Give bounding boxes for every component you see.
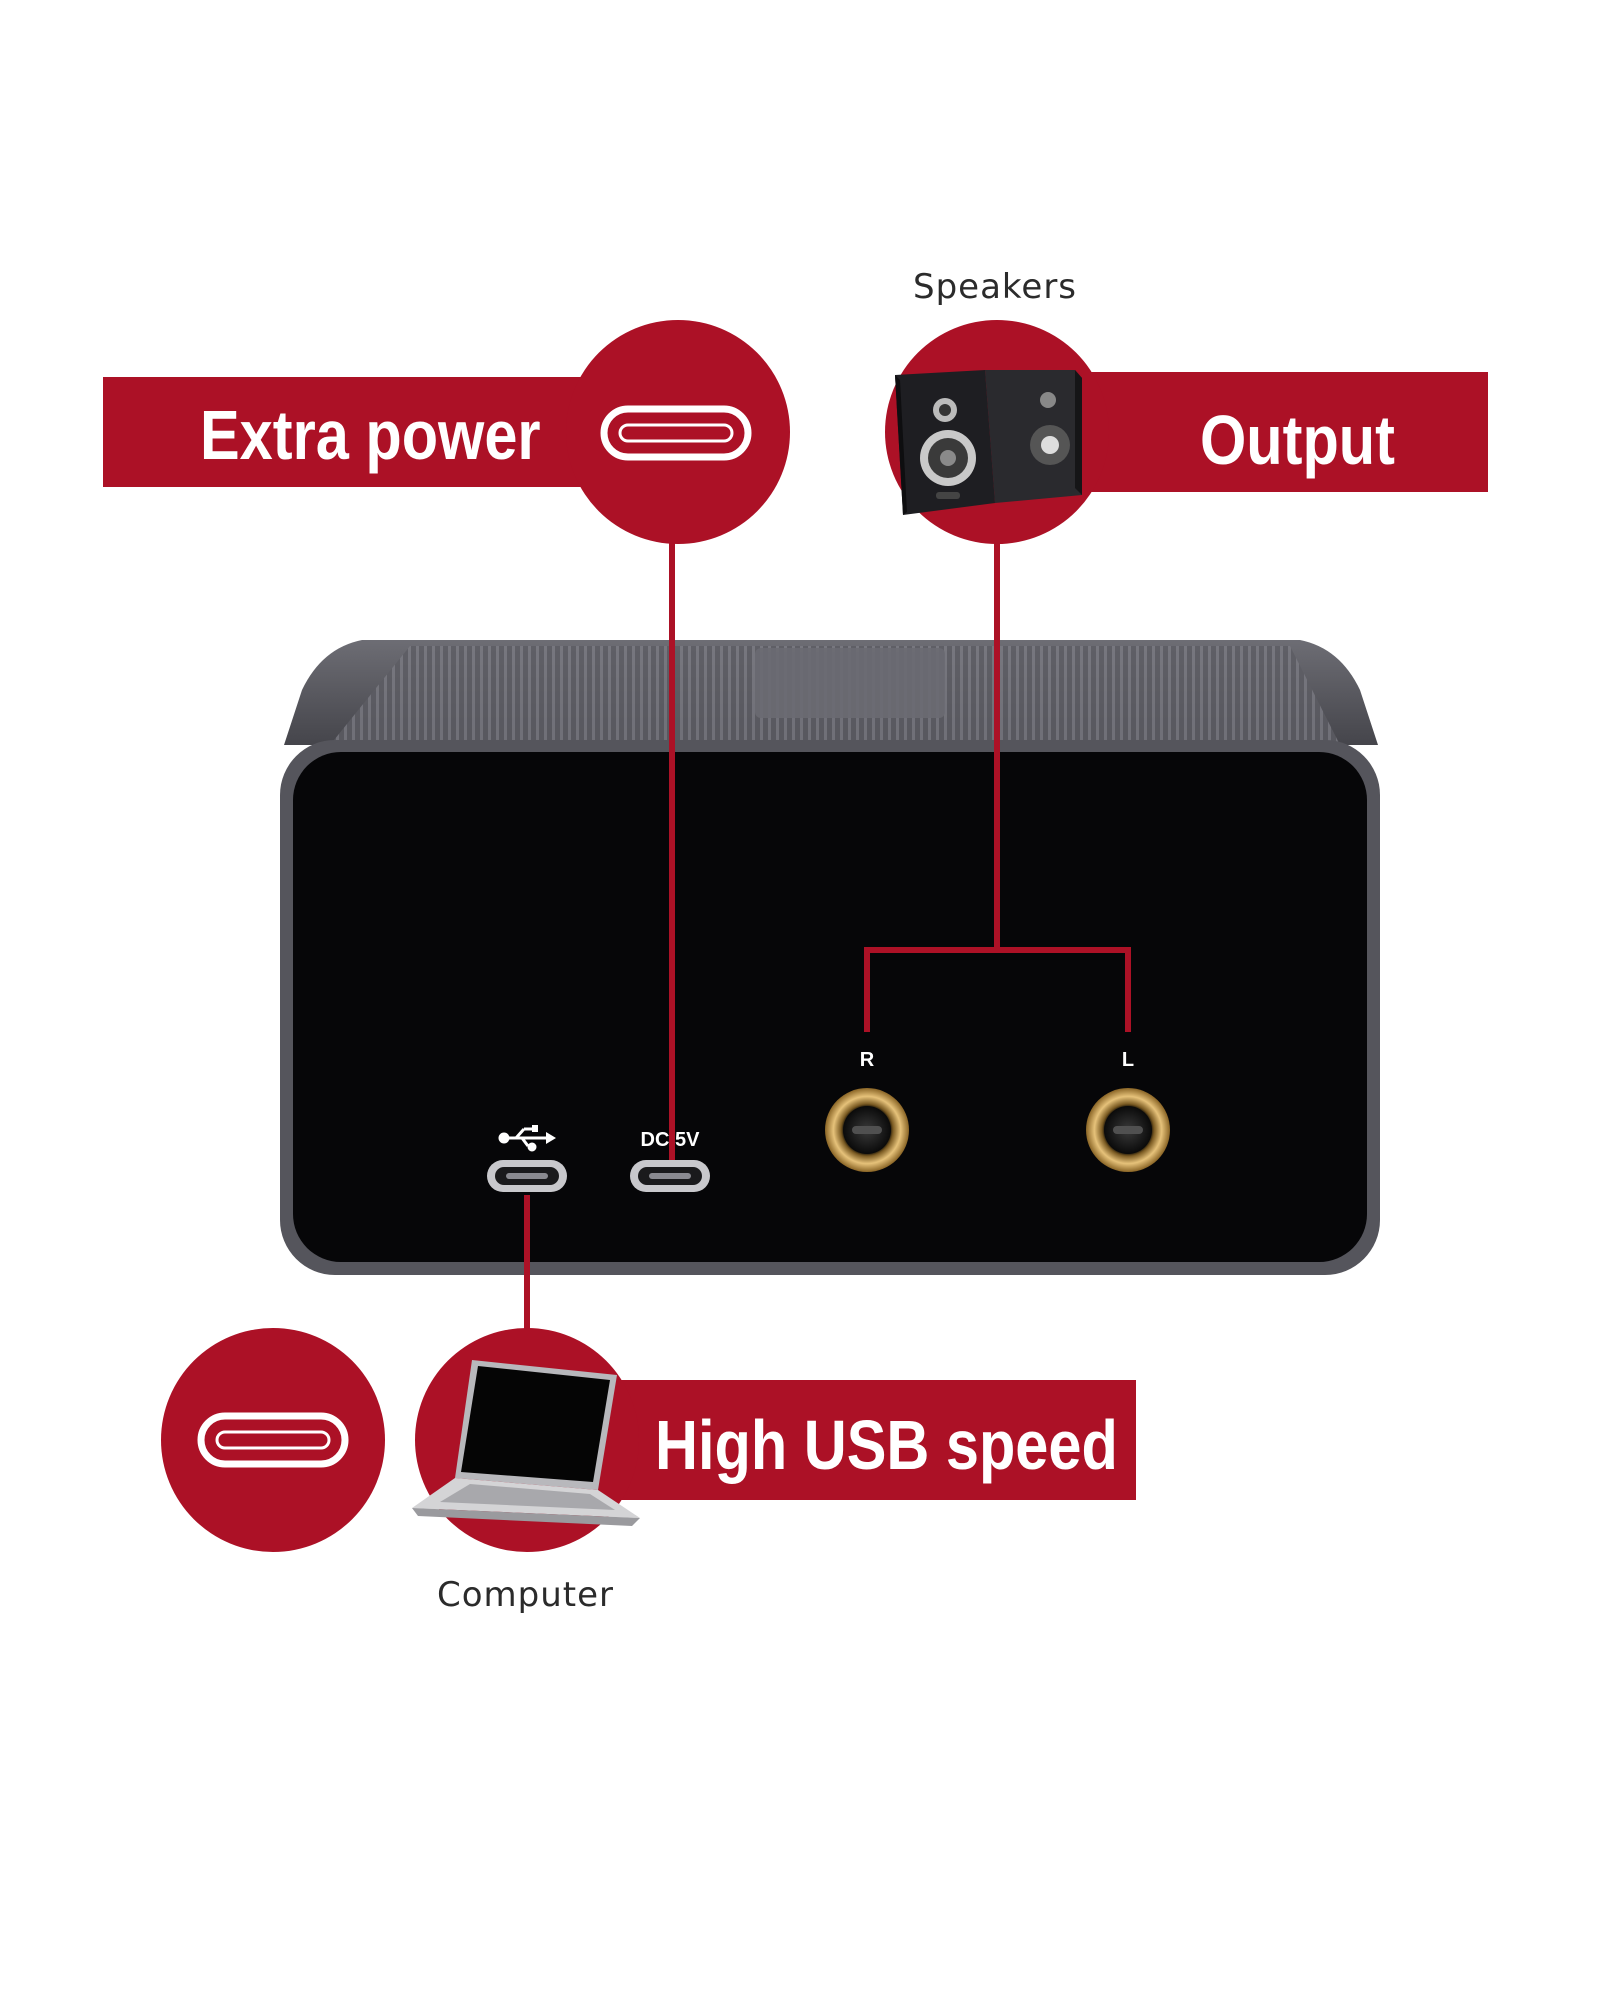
computer-caption: Computer: [437, 1575, 615, 1615]
callout-extra-power: [103, 320, 790, 544]
extra-power-label: Extra power: [200, 396, 541, 474]
connector-lines: [524, 540, 1131, 1330]
usb-c-icon: [197, 1412, 349, 1468]
speakers-caption: Speakers: [913, 267, 1078, 307]
usb-c-badge: [161, 1328, 385, 1552]
output-split-connector: [864, 947, 1131, 1032]
extra-power-badge: [566, 320, 790, 544]
device-front-panel: [293, 752, 1367, 1262]
audio-interface-device: DC/5V R L: [280, 640, 1380, 1275]
speakers-icon: [895, 370, 1082, 515]
extra-power-banner: [103, 377, 633, 487]
output-jack-right: [825, 1088, 909, 1172]
device-top-badge: [755, 648, 945, 718]
usb-c-port-computer: [487, 1160, 567, 1192]
jack-label-right: R: [860, 1049, 875, 1071]
laptop-icon: [412, 1360, 640, 1526]
usb-symbol-icon: [498, 1125, 556, 1152]
output-jack-left: [1086, 1088, 1170, 1172]
jack-label-left: L: [1122, 1049, 1134, 1071]
usb-speed-label: High USB speed: [655, 1406, 1118, 1484]
usb-c-icon: [600, 405, 752, 461]
usb-c-port-dc-power: [630, 1160, 710, 1192]
callout-usb-speed: [161, 1328, 1136, 1552]
callout-output: [885, 320, 1488, 544]
output-label: Output: [1200, 401, 1395, 479]
